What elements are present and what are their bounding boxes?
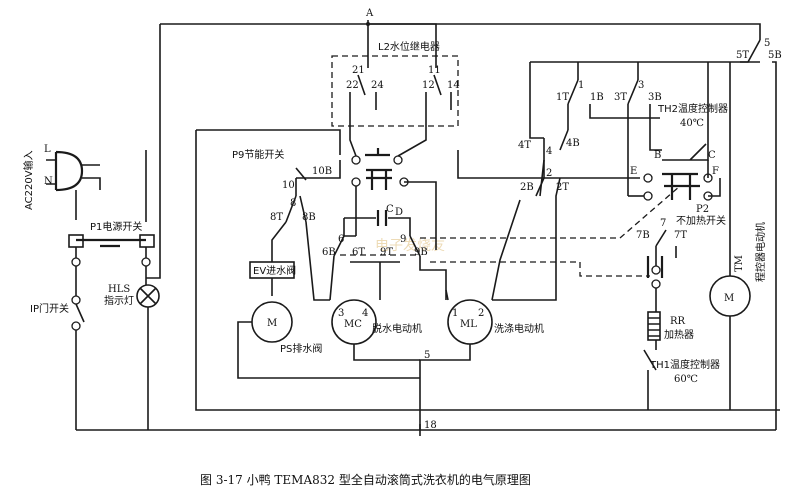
th1-controller: TH1温度控制器 60℃ [643, 349, 720, 410]
top-bus [160, 20, 761, 40]
contact-24: 24 [371, 80, 384, 91]
watermark-text: 电子发烧友 [375, 238, 445, 254]
node-a: A [365, 8, 374, 19]
ps-drain-motor: M PS排水阀 [237, 301, 420, 379]
switch-1-3: 1 1T 1B 3 3T 3B [530, 61, 760, 196]
node-3b: 3B [648, 92, 662, 103]
node-5: 5 [764, 38, 770, 49]
contact-14: 14 [447, 80, 460, 91]
node-5t: 5T [736, 50, 749, 61]
node-f: F [712, 166, 719, 177]
node-5b-top: 5B [768, 50, 782, 61]
node-9t: 9T [380, 247, 393, 258]
p2-text: 不加热开关 [676, 214, 726, 227]
node-b: B [654, 150, 661, 161]
node-7b: 7B [636, 230, 650, 241]
node-4b: 4B [566, 138, 580, 149]
cd-label: C [386, 204, 394, 215]
th2-controller: TH2温度控制器 40℃ B C [654, 62, 728, 161]
contact-12: 12 [422, 80, 435, 91]
contact-11: 11 [428, 65, 441, 76]
line-l: L [44, 144, 51, 155]
node-10b: 10B [312, 166, 332, 177]
mc-spin-motor: MC 3 4 脱水电动机 [331, 299, 422, 361]
node-3: 3 [638, 80, 644, 91]
node-1b: 1B [590, 92, 604, 103]
node-4: 4 [546, 146, 552, 157]
power-input: AC220V输入 L N [22, 144, 101, 210]
cd-sub: D [395, 207, 403, 218]
hls-sub: 指示灯 [104, 294, 134, 307]
node-2t: 2T [556, 182, 569, 193]
node-6b: 6B [322, 247, 336, 258]
line-n: N [44, 176, 53, 187]
rr-sub: 加热器 [664, 328, 694, 341]
tm-sub: 程控器电动机 [754, 222, 767, 282]
contact-22: 22 [346, 80, 359, 91]
node-8t: 8T [270, 212, 283, 223]
th2-label: TH2温度控制器 [657, 102, 728, 115]
node-7t: 7T [674, 230, 687, 241]
ip-label: IP门开关 [30, 302, 69, 315]
switch-6-9: 6B 6 6T 9 9T 9B [322, 234, 447, 301]
node-e: E [630, 166, 637, 177]
ip-door-switch: IP门开关 [30, 266, 85, 430]
switch-4-2: 4T 4 4B 2 2B 2T [457, 62, 640, 210]
node-c: C [708, 150, 716, 161]
th1-temp: 60℃ [674, 374, 698, 385]
node-4t: 4T [518, 140, 531, 151]
mc-name: 脱水电动机 [372, 322, 422, 335]
th2-temp: 40℃ [680, 118, 704, 129]
node-2: 2 [546, 168, 552, 179]
node-5b: 5 [424, 350, 430, 361]
tm-label: TM [734, 255, 745, 272]
ps-label: PS排水阀 [280, 342, 322, 355]
p1-label: P1电源开关 [90, 220, 142, 233]
capacitor-cd: C D [343, 204, 411, 236]
ml-wash-motor: ML 1 2 洗涤电动机 [419, 199, 544, 430]
p9-label: P9节能开关 [232, 148, 284, 161]
p9-switch: P9节能开关 10 10B 8 8T 8B [195, 129, 780, 411]
node-1t: 1T [556, 92, 569, 103]
hls-indicator: HLS 指示灯 [104, 266, 160, 430]
ml-label: ML [460, 319, 477, 330]
node-9: 9 [400, 234, 406, 245]
p2-noheat-switch: E F P2 不加热开关 [420, 160, 726, 239]
contact-21: 21 [352, 65, 365, 76]
switch-7-heater: 7 7B 7T RR 加热器 [430, 218, 694, 350]
l2-relay-box: L2水位继电器 21 22 24 11 12 14 [331, 40, 460, 190]
node-6t: 6T [352, 247, 365, 258]
p2-label: P2 [696, 204, 709, 215]
th1-label: TH1温度控制器 [649, 358, 720, 371]
ac220-label: AC220V输入 [22, 150, 35, 210]
node-2b: 2B [520, 182, 534, 193]
node-7: 7 [660, 218, 666, 229]
l2-label: L2水位继电器 [378, 40, 440, 53]
ev-label: EV进水阀 [253, 264, 296, 277]
figure-caption: 图 3-17 小鸭 TEMA832 型全自动滚筒式洗衣机的电气原理图 [200, 472, 531, 487]
node-8b: 8B [302, 212, 316, 223]
node-3t: 3T [614, 92, 627, 103]
hls-label: HLS [108, 284, 130, 295]
node-18: 18 [424, 420, 437, 431]
ml-pin2: 2 [478, 308, 484, 319]
node-10: 10 [282, 180, 295, 191]
ml-pin1: 1 [452, 308, 458, 319]
node-1: 1 [578, 80, 584, 91]
tm-m: M [724, 293, 734, 304]
ml-name: 洗涤电动机 [494, 322, 544, 335]
tm-timer-motor: M TM 程控器电动机 [709, 62, 767, 410]
rr-label: RR [670, 316, 686, 327]
ev-inlet-valve: EV进水阀 [249, 261, 296, 296]
mc-pin3: 3 [338, 308, 344, 319]
p1-power-switch: P1电源开关 [68, 220, 155, 267]
node-6: 6 [338, 234, 344, 245]
mc-label: MC [344, 319, 362, 330]
node-9b: 9B [414, 247, 428, 258]
ps-m: M [267, 318, 277, 329]
mc-pin4: 4 [362, 308, 368, 319]
